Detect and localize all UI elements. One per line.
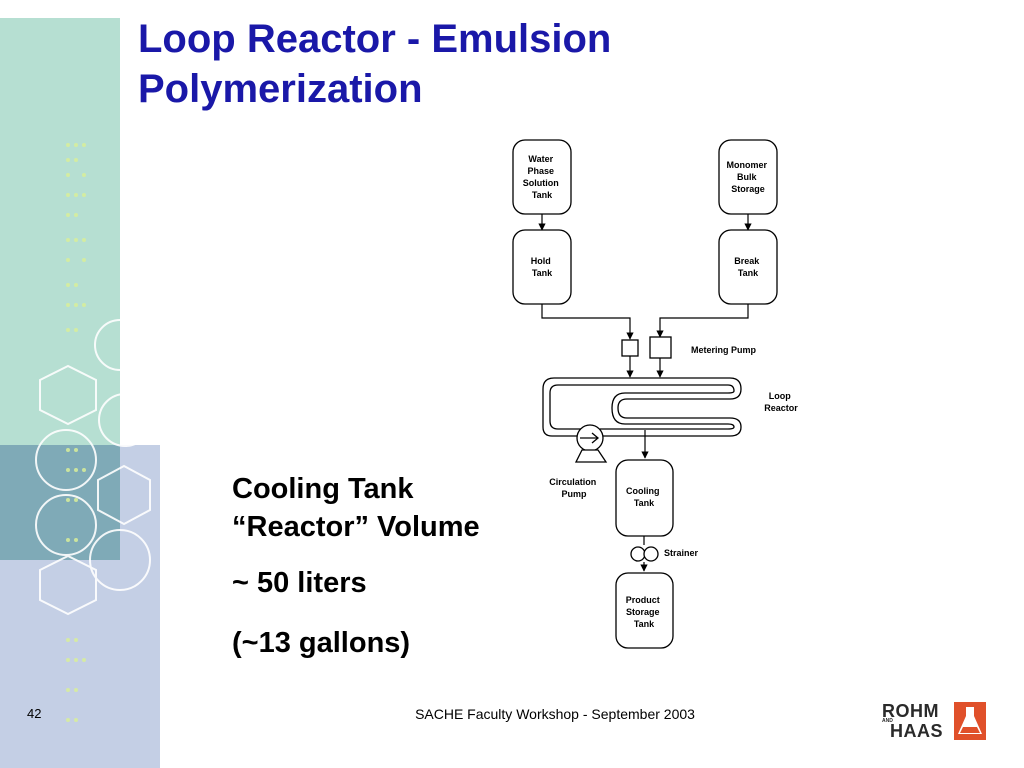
strainer (630, 546, 659, 562)
metering-pump-large (649, 336, 672, 359)
circulation-pump (574, 424, 608, 463)
monomer-tank-label-l3: Storage (731, 184, 765, 194)
cooling-tank-label-l2: Tank (634, 498, 655, 508)
loop-reactor-label-l2: Reactor (764, 403, 798, 413)
product-tank-label: Product Storage Tank (626, 595, 663, 629)
decorative-sidebar (0, 18, 160, 768)
loop-reactor-coil (542, 377, 742, 437)
slide-title-line1: Loop Reactor - Emulsion (138, 17, 612, 61)
hold-tank-label-l1: Hold (531, 256, 551, 266)
loop-reactor-label-l1: Loop (769, 391, 791, 401)
page-number: 42 (27, 706, 42, 721)
volume-gallons: (~13 gallons) (232, 627, 411, 659)
strainer-label: Strainer (664, 548, 699, 558)
circulation-pump-label-l2: Pump (561, 489, 587, 499)
footer-workshop: SACHE Faculty Workshop - September 2003 (415, 706, 695, 722)
loop-reactor-label: Loop Reactor (764, 391, 798, 413)
flask-icon (954, 702, 986, 740)
break-tank (718, 229, 778, 305)
product-storage-tank (615, 572, 674, 649)
cooling-tank-line: Cooling Tank (232, 473, 414, 505)
logo-word-and: AND (882, 718, 893, 724)
cooling-tank-label-l1: Cooling (626, 486, 660, 496)
cooling-tank-volume-heading: Cooling Tank “Reactor” Volume (232, 470, 532, 546)
hold-tank (512, 229, 572, 305)
circulation-pump-label-l1: Circulation (549, 477, 596, 487)
break-tank-label: Break Tank (734, 256, 762, 278)
product-tank-label-l2: Storage (626, 607, 660, 617)
metering-pump-small (621, 339, 639, 357)
logo-word-rohm: ROHM (882, 701, 939, 721)
water-tank-label-l2: Phase (527, 166, 554, 176)
volume-liters: ~ 50 liters (232, 567, 367, 599)
water-tank-label: Water Phase Solution Tank (523, 154, 562, 200)
monomer-tank-label-l2: Bulk (737, 172, 757, 182)
logo-word-haas: HAAS (890, 721, 944, 741)
break-tank-label-l2: Tank (738, 268, 759, 278)
product-tank-label-l3: Tank (634, 619, 655, 629)
monomer-tank-label: Monomer Bulk Storage (726, 160, 769, 194)
volume-text: Cooling Tank “Reactor” Volume ~ 50 liter… (232, 470, 532, 684)
slide-title: Loop Reactor - Emulsion Polymerization (138, 14, 611, 114)
slide-title-line2: Polymerization (138, 67, 423, 111)
water-phase-tank (512, 139, 572, 215)
break-tank-label-l1: Break (734, 256, 760, 266)
hold-tank-label-l2: Tank (532, 268, 553, 278)
water-tank-label-l4: Tank (532, 190, 553, 200)
metering-pump-label: Metering Pump (691, 345, 757, 355)
hold-tank-label: Hold Tank (531, 256, 554, 278)
cooling-tank-label: Cooling Tank (626, 486, 662, 508)
rohm-and-haas-logo: ROHM AND HAAS (882, 702, 986, 740)
water-tank-label-l1: Water (528, 154, 553, 164)
monomer-tank-label-l1: Monomer (726, 160, 767, 170)
reactor-volume-line: “Reactor” Volume (232, 511, 480, 543)
product-tank-label-l1: Product (626, 595, 660, 605)
water-tank-label-l3: Solution (523, 178, 559, 188)
circulation-pump-label: Circulation Pump (549, 477, 599, 499)
